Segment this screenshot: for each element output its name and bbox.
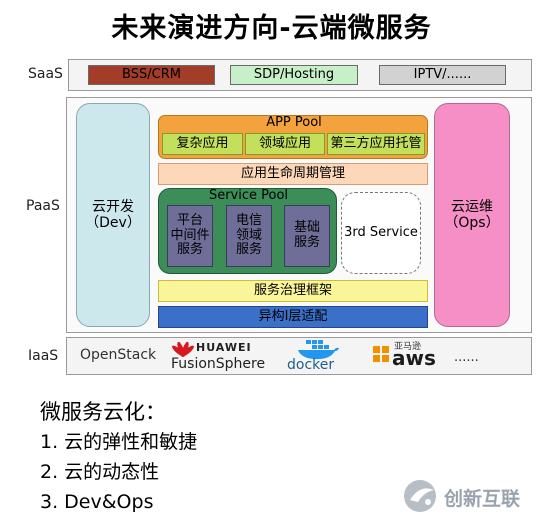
sdp-hosting-box: SDP/Hosting [230,65,358,85]
cloud-dev-line1: 云开发 [92,198,134,215]
third-service-box: 3rd Service [341,192,421,274]
telecom-domain-l1: 电信 [235,212,262,228]
governance-box: 服务治理框架 [158,280,428,302]
platform-middleware-l3: 服务 [176,242,203,258]
cloud-ops-line1: 云运维 [451,198,493,215]
cloud-ops-line2: （Ops） [444,215,500,231]
aws-logo: aws [392,346,436,370]
service-pool-title: Service Pool [208,188,289,203]
app-complex-box: 复杂应用 [162,133,243,155]
app-pool-title: APP Pool [266,115,322,130]
basic-service-l1: 基础 [293,220,320,236]
cloud-dev-line2: （Dev） [85,215,141,231]
docker-logo: docker [287,357,335,373]
service-pool: Service Pool 平台 中间件 服务 电信 领域 服务 基础 服务 [158,188,337,274]
paas-layer-label: PaaS [26,198,60,214]
cloud-ops-box: 云运维 （Ops） [434,103,510,327]
bss-crm-box: BSS/CRM [88,65,215,85]
aws-chinese-name: 亚马逊 [394,342,422,352]
platform-middleware-l1: 平台 [176,212,203,228]
huawei-brand: HUAWEI [196,341,252,354]
watermark-logo-icon [402,478,442,514]
basic-service-l2: 服务 [293,235,320,250]
iptv-box: IPTV/...... [379,65,506,85]
docker-whale-icon [296,338,340,360]
platform-middleware-box: 平台 中间件 服务 [167,205,213,267]
app-pool: APP Pool 复杂应用 领域应用 第三方应用托管 [158,115,428,159]
telecom-domain-l3: 服务 [235,242,262,258]
platform-middleware-l2: 中间件 [170,227,210,243]
key-points-list: 微服务云化： 1. 云的弹性和敏捷 2. 云的动态性 3. Dev&Ops [40,397,197,517]
openstack-logo: OpenStack [80,347,157,363]
telecom-domain-l2: 领域 [235,227,262,243]
huawei-flower-icon [172,340,194,358]
app-domain-box: 领域应用 [245,133,325,155]
adapter-box: 异构I层适配 [158,306,428,328]
iaas-more: ...... [454,350,479,365]
iaas-band [66,337,532,375]
page-title: 未来演进方向-云端微服务 [111,13,432,44]
key-point-1: 1. 云的弹性和敏捷 [40,431,198,453]
key-point-2: 2. 云的动态性 [40,461,160,483]
huawei-fusionsphere: FusionSphere [171,356,266,372]
aws-cubes-icon [372,344,390,364]
lifecycle-box: 应用生命周期管理 [158,163,428,185]
app-third-party-box: 第三方应用托管 [327,133,425,155]
key-points-heading: 微服务云化： [40,400,166,424]
iaas-layer-label: IaaS [28,348,59,364]
saas-layer-label: SaaS [28,66,63,82]
key-point-3: 3. Dev&Ops [40,491,154,513]
telecom-domain-box: 电信 领域 服务 [226,205,272,267]
cloud-dev-box: 云开发 （Dev） [76,103,150,327]
basic-service-box: 基础 服务 [284,205,330,267]
watermark-text: 创新互联 [444,488,521,510]
